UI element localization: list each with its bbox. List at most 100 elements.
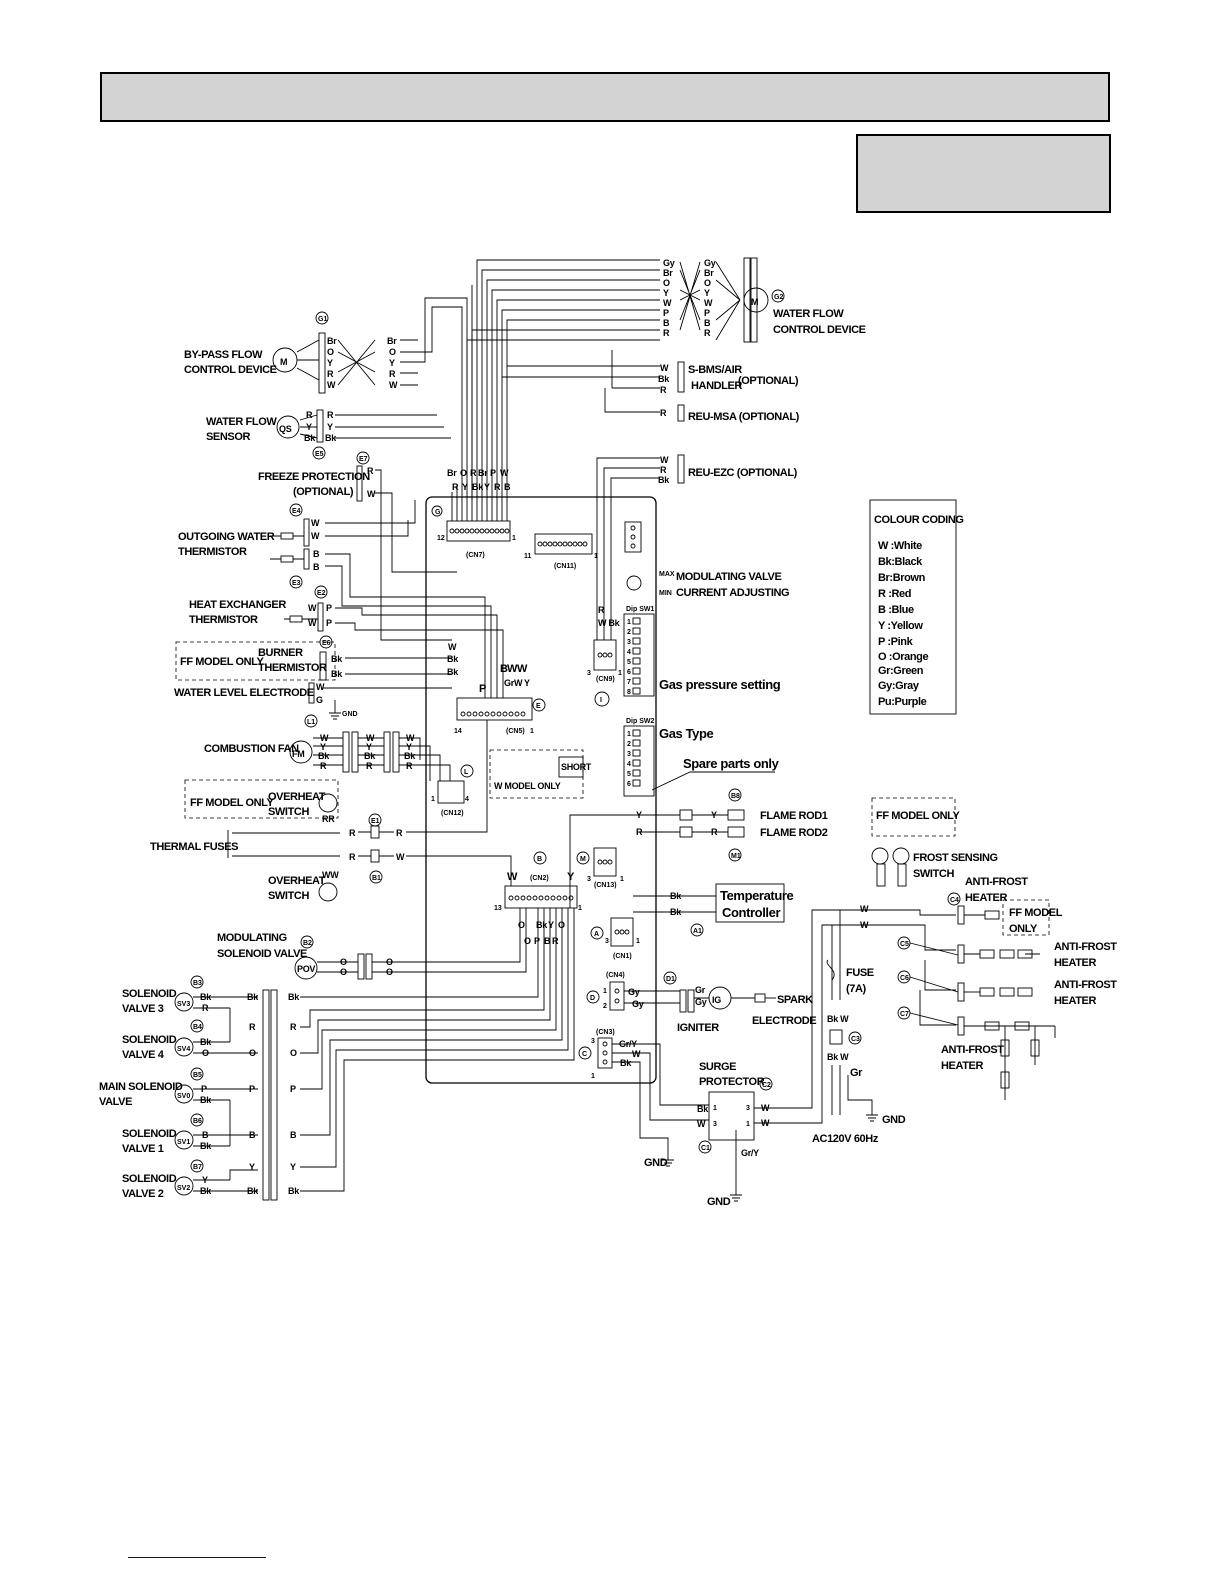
svg-text:Br: Br [704,268,714,278]
svg-text:MAX: MAX [659,571,675,578]
temperature-controller[interactable] [715,883,785,923]
svg-text:1: 1 [431,796,435,803]
svg-text:Y: Y [548,920,554,930]
svg-text:O :Orange: O :Orange [878,651,928,663]
svg-text:4: 4 [465,796,469,803]
svg-text:P: P [326,603,332,613]
svg-text:Bk: Bk [288,992,300,1002]
svg-text:SPARK: SPARK [777,994,813,1006]
svg-text:O: O [524,936,531,946]
cn2-connector [504,885,578,909]
svg-text:Y: Y [290,1162,296,1172]
svg-text:(CN13): (CN13) [594,882,617,889]
svg-text:Bk: Bk [658,475,670,485]
svg-text:W: W [366,733,375,743]
burner-thermistor: E6 [319,635,333,681]
spare-parts-only-label: Spare parts only [683,756,780,771]
svg-text:P: P [704,308,710,318]
ff-model-only-box-3 [871,797,956,837]
svg-text:R: R [660,408,667,418]
cn11-pins [537,541,588,547]
fuse-7a: C3 [826,910,862,1045]
svg-text:W: W [761,1103,770,1113]
cn11-connector [534,533,593,555]
svg-text:IGNITER: IGNITER [677,1022,719,1034]
svg-text:14: 14 [454,728,462,735]
svg-text:Bk: Bk [247,1186,259,1196]
svg-text:SENSOR: SENSOR [206,431,251,443]
svg-text:E6: E6 [322,640,331,647]
svg-text:SV3: SV3 [177,1001,190,1008]
svg-text:D: D [590,995,595,1002]
svg-text:O: O [518,920,525,930]
frost-sensing-switch [871,847,910,887]
svg-text:HEATER: HEATER [1054,995,1096,1007]
svg-text:1: 1 [530,728,534,735]
svg-text:R: R [327,410,334,420]
svg-text:SWITCH: SWITCH [268,806,309,818]
svg-text:R: R [320,761,327,771]
svg-text:Bk: Bk [200,1095,212,1105]
svg-text:3: 3 [587,876,591,883]
solenoid-valve-1: B6 SV1 [174,1113,258,1150]
svg-text:SV0: SV0 [177,1093,190,1100]
svg-text:FLAME ROD1: FLAME ROD1 [760,810,828,822]
svg-text:Bk: Bk [247,992,259,1002]
dip-sw2-switches: 123 456 [627,731,631,788]
svg-text:B: B [537,856,542,863]
svg-text:R: R [366,761,373,771]
svg-text:C5: C5 [900,941,909,948]
svg-text:Bk: Bk [331,669,343,679]
svg-text:W: W [660,455,669,465]
svg-text:8: 8 [627,689,631,696]
svg-text:B: B [249,1130,256,1140]
gas-type-label: Gas Type [659,726,714,741]
svg-text:P: P [249,1084,255,1094]
svg-text:SV2: SV2 [177,1185,190,1192]
svg-text:Y: Y [704,288,710,298]
svg-text:Gy: Gy [704,258,716,268]
svg-text:Y: Y [320,742,326,752]
svg-text:Y: Y [327,358,333,368]
svg-text:P: P [326,618,332,628]
svg-text:Gy:Gray: Gy:Gray [878,680,920,692]
svg-text:1: 1 [512,535,516,542]
pot-adjuster-icon[interactable] [626,575,642,591]
dip-sw1[interactable] [623,613,655,697]
svg-text:FF MODEL: FF MODEL [1009,907,1063,919]
cn11-label: (CN11) [554,563,576,570]
cn4-connector [609,981,625,1011]
bypass-flow-control-device: M G1 [272,311,418,394]
svg-text:D1: D1 [666,976,675,983]
cn5-connector [456,697,533,721]
svg-text:O: O [340,967,347,977]
svg-text:B: B [202,1130,209,1140]
svg-text:2: 2 [627,629,631,636]
svg-text:GND: GND [644,1157,668,1169]
svg-text:W: W [517,663,528,675]
svg-text:SWITCH: SWITCH [268,890,309,902]
svg-text:1: 1 [591,1073,595,1080]
svg-text:W: W [406,733,415,743]
dip-sw2[interactable] [623,725,655,797]
cn12-connector [437,780,465,804]
svg-text:B :Blue: B :Blue [878,604,914,616]
water-flow-control-device: M G2 [679,257,785,343]
svg-text:C6: C6 [900,975,909,982]
svg-text:R: R [470,468,477,478]
cn2-pins [508,895,574,901]
svg-text:R: R [636,827,643,837]
svg-text:3: 3 [746,1105,750,1112]
svg-text:S-BMS/AIR: S-BMS/AIR [688,364,742,376]
svg-text:1: 1 [746,1121,750,1128]
pcb-board [425,496,657,1084]
svg-text:Br: Br [478,468,488,478]
svg-text:B: B [544,936,551,946]
svg-text:M: M [280,357,287,367]
svg-text:FLAME ROD2: FLAME ROD2 [760,827,828,839]
svg-text:W MODEL ONLY: W MODEL ONLY [494,781,561,791]
cn7-connector [446,520,511,542]
flame-rods: B8 M1 [569,788,745,908]
svg-text:ONLY: ONLY [1009,923,1038,935]
